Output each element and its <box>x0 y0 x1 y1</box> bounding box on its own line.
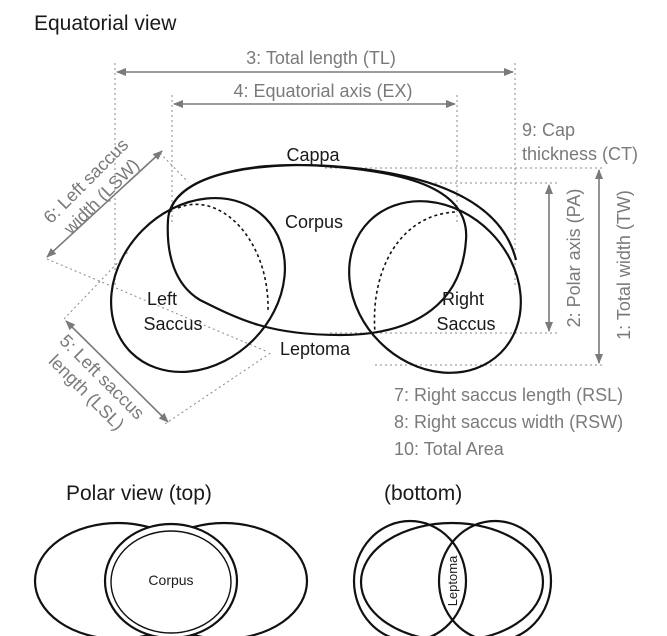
lsl-guide-b <box>164 351 273 425</box>
right-saccus-label-line1: Right <box>442 289 484 309</box>
leptoma-label: Leptoma <box>280 339 351 359</box>
polar-top-corpus-fill <box>105 524 237 636</box>
left-saccus-label-line1: Left <box>147 289 177 309</box>
polar-view-top-title: Polar view (top) <box>66 482 212 505</box>
lsw-guide-a <box>159 152 189 183</box>
right-saccus-width-label: 8: Right saccus width (RSW) <box>394 412 623 432</box>
polar-top-corpus-label: Corpus <box>148 572 193 588</box>
polar-top-corpus-inner <box>110 530 232 634</box>
polar-view-bottom-title: (bottom) <box>384 482 462 505</box>
right-saccus-label-line2: Saccus <box>436 314 495 334</box>
polar-bottom-corpus <box>359 521 545 636</box>
polar-bottom-leptoma-label: Leptoma <box>445 555 460 606</box>
polar-bottom-right-saccus <box>437 519 553 636</box>
cap-thickness-label-line1: 9: Cap <box>522 120 575 140</box>
polar-bottom-left-saccus <box>352 519 468 636</box>
corpus-label: Corpus <box>285 212 343 232</box>
left-saccus-hidden-edge <box>177 203 269 313</box>
equatorial-axis-label: 4: Equatorial axis (EX) <box>233 81 412 101</box>
corpus-outline <box>166 163 468 337</box>
cappa-label: Cappa <box>286 145 340 165</box>
total-area-label: 10: Total Area <box>394 439 505 459</box>
equatorial-view-title: Equatorial view <box>34 12 177 35</box>
left-saccus-outline <box>109 196 287 374</box>
polar-axis-label: 2: Polar axis (PA) <box>564 189 584 328</box>
total-length-label: 3: Total length (TL) <box>246 48 396 68</box>
right-saccus-length-label: 7: Right saccus length (RSL) <box>394 385 623 405</box>
right-saccus-hidden-edge <box>373 211 456 334</box>
right-saccus-outline <box>348 200 522 374</box>
lsl-guide-a <box>63 251 129 320</box>
left-saccus-length-arrow <box>65 320 169 423</box>
total-width-label: 1: Total width (TW) <box>614 190 634 340</box>
cap-thickness-label-line2: thickness (CT) <box>522 144 638 164</box>
polar-top-corpus-outer <box>103 522 239 636</box>
left-saccus-width-arrow <box>46 150 163 258</box>
left-saccus-label-line2: Saccus <box>143 314 202 334</box>
